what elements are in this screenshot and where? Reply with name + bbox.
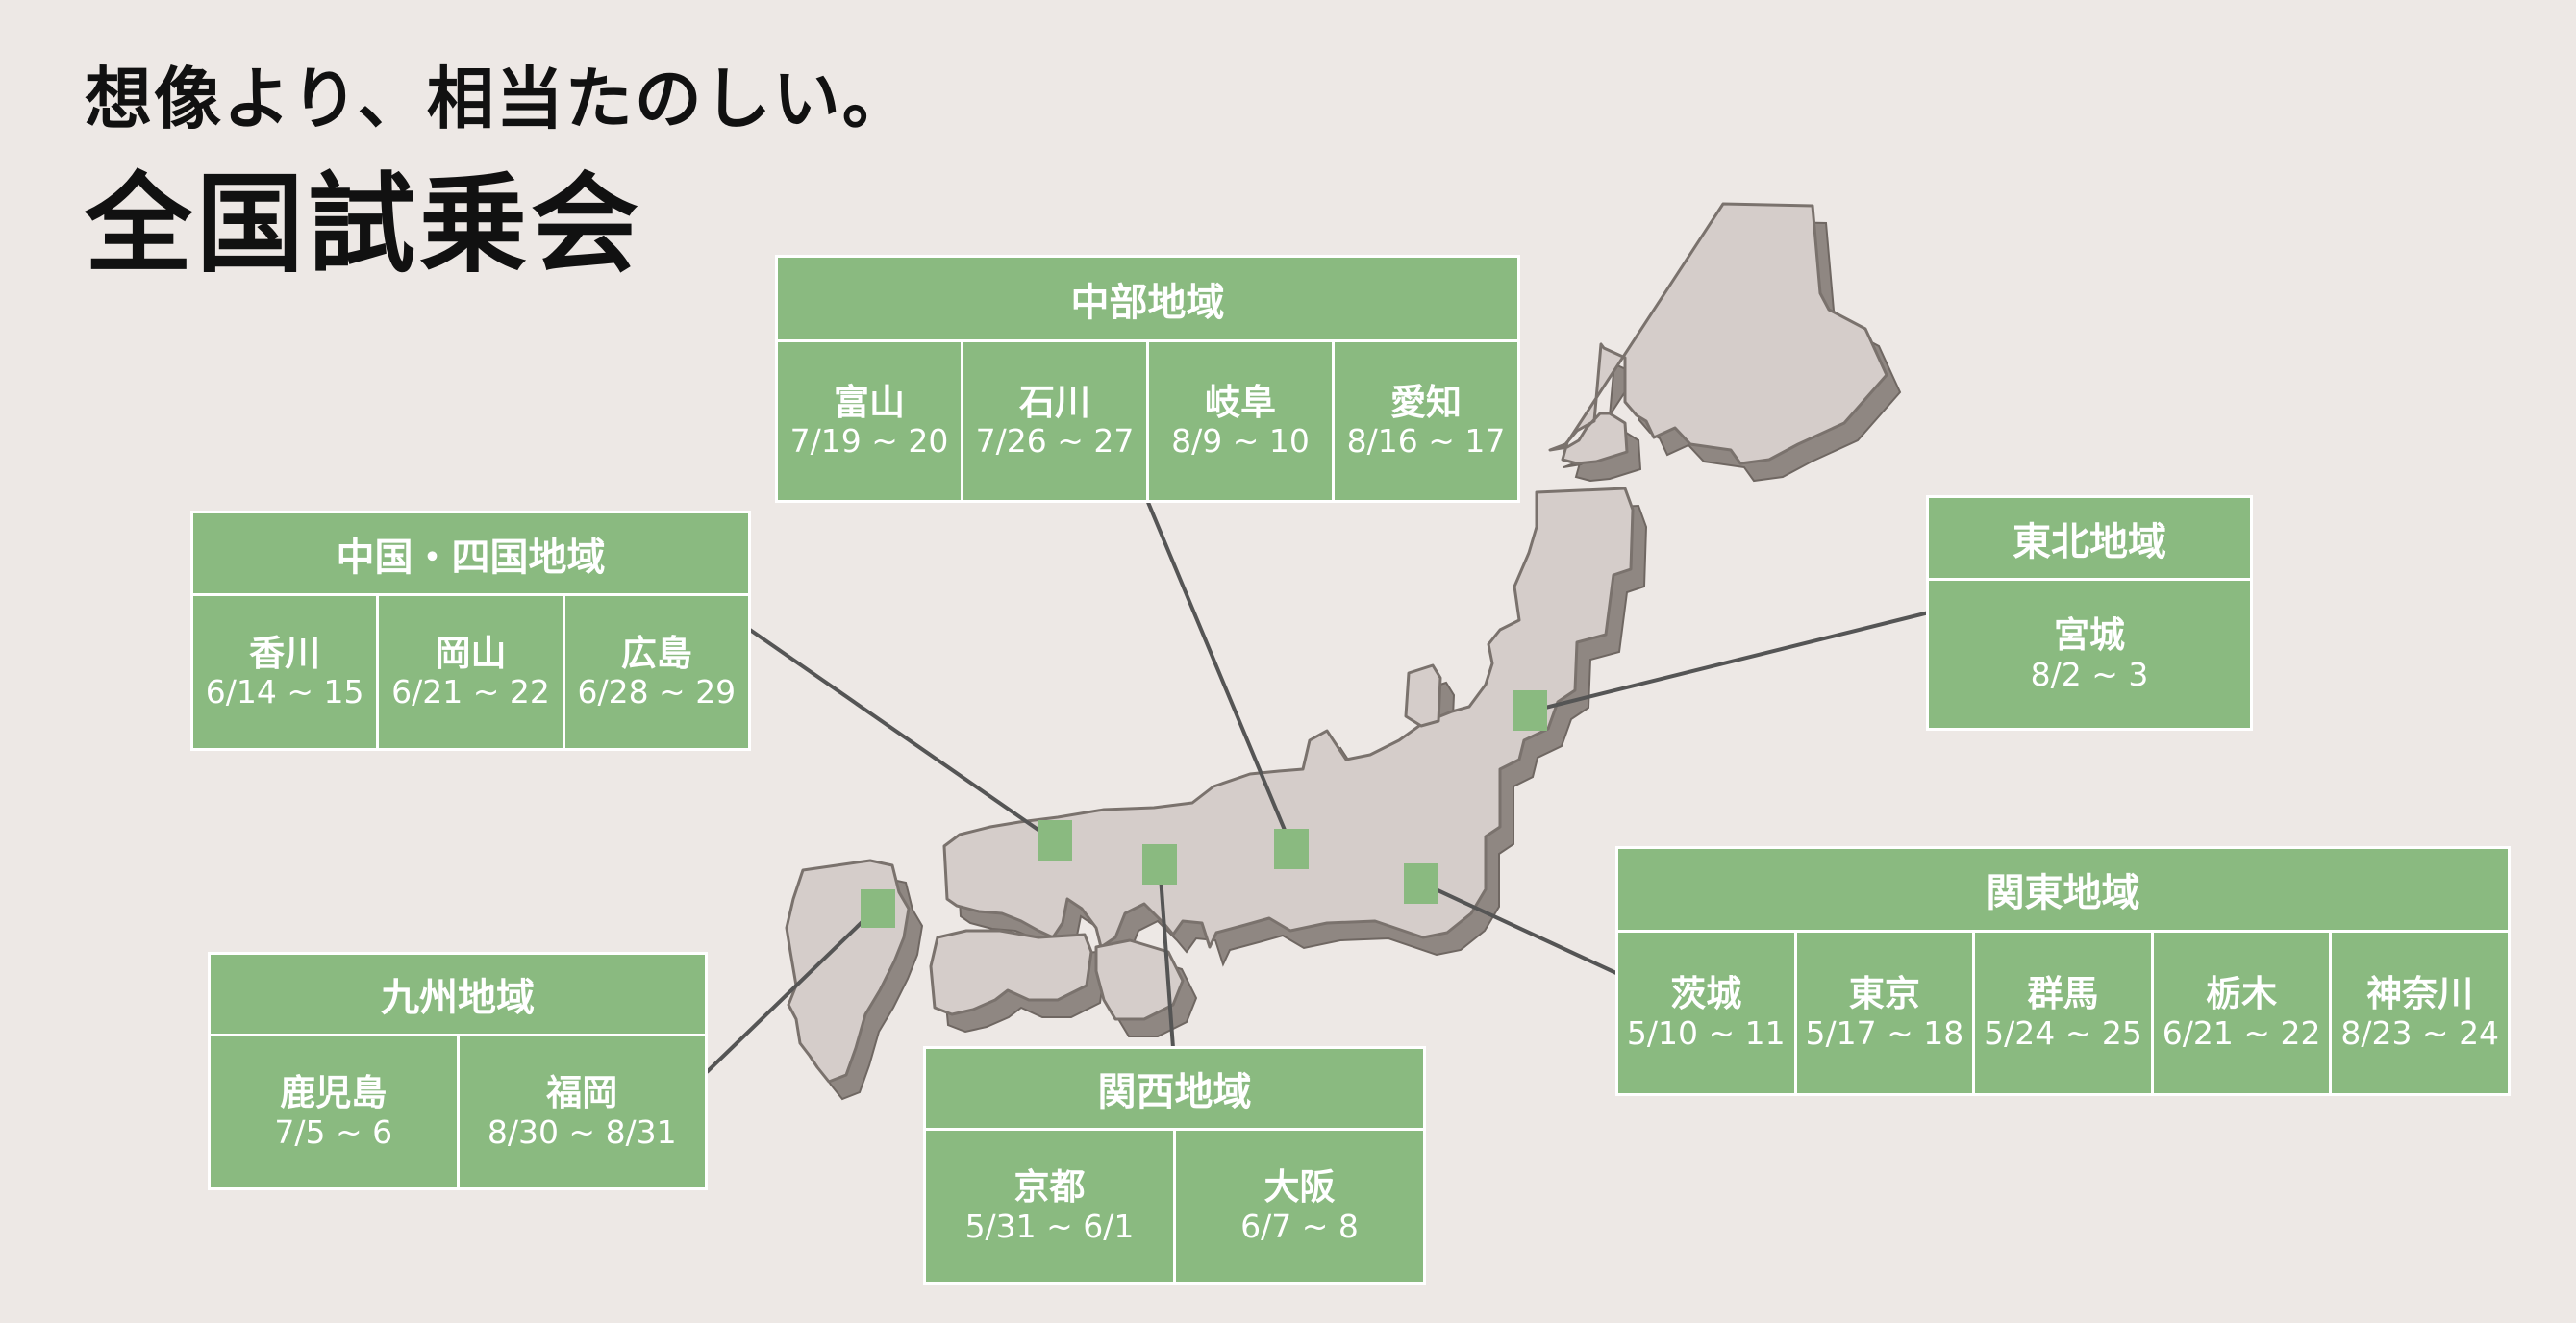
event-cell-okayama: 岡山 6/21 ~ 22: [379, 596, 563, 748]
marker-chubu: [1274, 829, 1309, 869]
event-dates: 8/2 ~ 3: [2030, 655, 2149, 693]
event-dates: 6/21 ~ 22: [2162, 1013, 2321, 1052]
prefecture-name: 宮城: [2054, 614, 2125, 657]
region-chubu: 中部地域 富山 7/19 ~ 20 石川 7/26 ~ 27 岐阜 8/9 ~ …: [775, 255, 1520, 503]
prefecture-name: 東京: [1848, 973, 1920, 1015]
region-kyushu: 九州地域 鹿児島 7/5 ~ 6 福岡 8/30 ~ 8/31: [208, 952, 708, 1190]
region-name: 関東地域: [1618, 849, 2508, 930]
event-dates: 7/26 ~ 27: [975, 422, 1135, 461]
region-name: 関西地域: [926, 1049, 1423, 1128]
prefecture-name: 愛知: [1390, 381, 1462, 423]
event-cell-kagoshima: 鹿児島 7/5 ~ 6: [211, 1036, 457, 1187]
event-cell-kanagawa: 神奈川 8/23 ~ 24: [2332, 933, 2508, 1093]
prefecture-name: 岐阜: [1205, 381, 1276, 423]
connector-kansai: [1158, 862, 1175, 1049]
connector-tohoku: [1529, 611, 1930, 713]
event-cell-aichi: 愛知 8/16 ~ 17: [1335, 342, 1517, 500]
region-name: 東北地域: [1929, 498, 2250, 578]
marker-kanto: [1404, 863, 1438, 904]
marker-tohoku: [1513, 690, 1547, 731]
prefecture-name: 茨城: [1670, 973, 1742, 1015]
prefecture-name: 福岡: [546, 1072, 618, 1114]
connector-lines: [705, 499, 1930, 1074]
event-cell-kyoto: 京都 5/31 ~ 6/1: [926, 1131, 1173, 1282]
event-cell-gifu: 岐阜 8/9 ~ 10: [1149, 342, 1332, 500]
region-kansai: 関西地域 京都 5/31 ~ 6/1 大阪 6/7 ~ 8: [923, 1046, 1426, 1285]
tagline: 想像より、相当たのしい。: [85, 60, 912, 138]
prefecture-name: 栃木: [2206, 973, 2278, 1015]
event-dates: 7/19 ~ 20: [789, 422, 949, 461]
marker-chugoku-shikoku: [1038, 820, 1072, 861]
event-cell-toyama: 富山 7/19 ~ 20: [778, 342, 961, 500]
event-cell-ishikawa: 石川 7/26 ~ 27: [963, 342, 1146, 500]
event-dates: 8/30 ~ 8/31: [487, 1112, 677, 1151]
page-title: 全国試乗会: [85, 162, 642, 287]
event-dates: 5/31 ~ 6/1: [964, 1207, 1135, 1245]
prefecture-name: 京都: [1013, 1166, 1086, 1209]
event-cell-fukuoka: 福岡 8/30 ~ 8/31: [459, 1036, 705, 1187]
event-cell-tochigi: 栃木 6/21 ~ 22: [2153, 933, 2330, 1093]
event-dates: 6/14 ~ 15: [205, 673, 364, 711]
prefecture-name: 広島: [620, 632, 692, 674]
event-dates: 5/24 ~ 25: [1984, 1013, 2142, 1052]
event-dates: 8/9 ~ 10: [1171, 422, 1310, 461]
event-cell-ibaraki: 茨城 5/10 ~ 11: [1618, 933, 1794, 1093]
region-chugoku-shikoku: 中国・四国地域 香川 6/14 ~ 15 岡山 6/21 ~ 22 広島 6/2…: [190, 511, 751, 751]
prefecture-name: 岡山: [435, 632, 507, 674]
event-cell-kagawa: 香川 6/14 ~ 15: [193, 596, 377, 748]
connector-kanto: [1420, 881, 1619, 976]
marker-kyushu: [861, 889, 895, 928]
event-cell-hiroshima: 広島 6/28 ~ 29: [564, 596, 748, 748]
connector-chubu: [1145, 499, 1293, 847]
event-dates: 6/21 ~ 22: [391, 673, 550, 711]
event-cell-gunma: 群馬 5/24 ~ 25: [1975, 933, 2151, 1093]
event-cell-miyagi: 宮城 8/2 ~ 3: [1929, 581, 2250, 728]
event-cell-tokyo: 東京 5/17 ~ 18: [1796, 933, 1973, 1093]
prefecture-name: 富山: [834, 381, 905, 423]
event-dates: 7/5 ~ 6: [274, 1112, 393, 1151]
prefecture-name: 群馬: [2027, 973, 2099, 1015]
prefecture-name: 神奈川: [2366, 973, 2474, 1015]
event-dates: 8/23 ~ 24: [2340, 1013, 2500, 1052]
connector-kyushu: [705, 905, 880, 1074]
prefecture-name: 大阪: [1263, 1166, 1336, 1209]
region-tohoku: 東北地域 宮城 8/2 ~ 3: [1926, 495, 2253, 731]
event-dates: 6/28 ~ 29: [577, 673, 737, 711]
prefecture-name: 鹿児島: [280, 1072, 388, 1114]
event-dates: 8/16 ~ 17: [1346, 422, 1506, 461]
event-cell-osaka: 大阪 6/7 ~ 8: [1176, 1131, 1423, 1282]
prefecture-name: 石川: [1019, 381, 1090, 423]
event-dates: 5/10 ~ 11: [1626, 1013, 1786, 1052]
prefecture-name: 香川: [249, 632, 321, 674]
event-markers: [861, 690, 1547, 928]
event-dates: 5/17 ~ 18: [1805, 1013, 1964, 1052]
region-name: 九州地域: [211, 955, 705, 1034]
region-kanto: 関東地域 茨城 5/10 ~ 11 東京 5/17 ~ 18 群馬 5/24 ~…: [1615, 846, 2511, 1096]
connector-chugoku-shikoku: [748, 628, 1057, 843]
region-name: 中部地域: [778, 258, 1517, 339]
event-dates: 6/7 ~ 8: [1240, 1207, 1359, 1245]
region-name: 中国・四国地域: [193, 513, 748, 593]
marker-kansai: [1142, 844, 1177, 885]
